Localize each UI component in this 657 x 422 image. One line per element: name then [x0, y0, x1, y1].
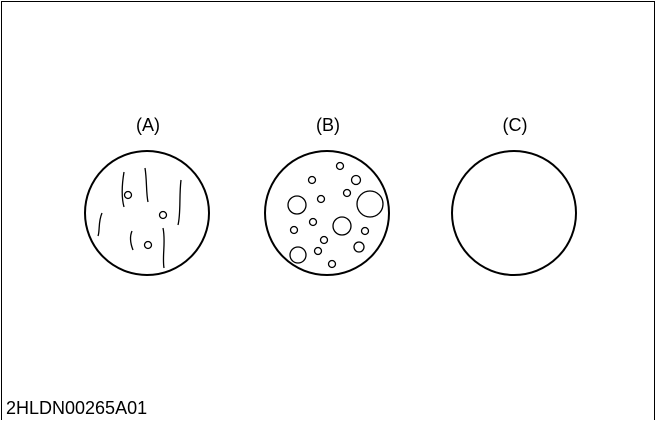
- sample-a-streaks: [97, 167, 182, 269]
- figure-code: 2HLDN00265A01: [6, 398, 148, 418]
- sample-c: [451, 150, 577, 276]
- sample-c-outline: [451, 150, 577, 276]
- label-a: (A): [136, 115, 160, 135]
- sample-a-pores: [123, 190, 168, 250]
- sample-a-outline: [84, 150, 210, 276]
- sample-a: [84, 150, 210, 276]
- sample-b: [264, 150, 390, 276]
- sample-b-outline: [264, 150, 390, 276]
- label-c: (C): [502, 115, 528, 135]
- label-b: (B): [316, 115, 340, 135]
- sample-b-bubbles: [287, 161, 384, 269]
